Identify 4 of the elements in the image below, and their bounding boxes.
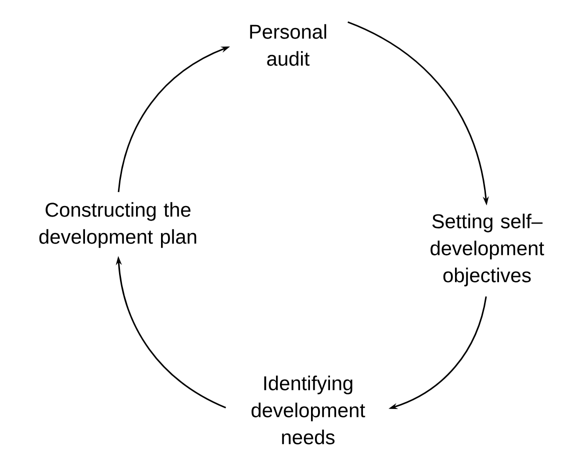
cycle-step-text: Setting self– development objectives — [430, 214, 544, 286]
cycle-step-text: Identifying development needs — [252, 376, 366, 444]
cycle-step-text: Personal audit — [250, 24, 326, 66]
cycle-step-text: Constructing the development plan — [39, 202, 196, 248]
